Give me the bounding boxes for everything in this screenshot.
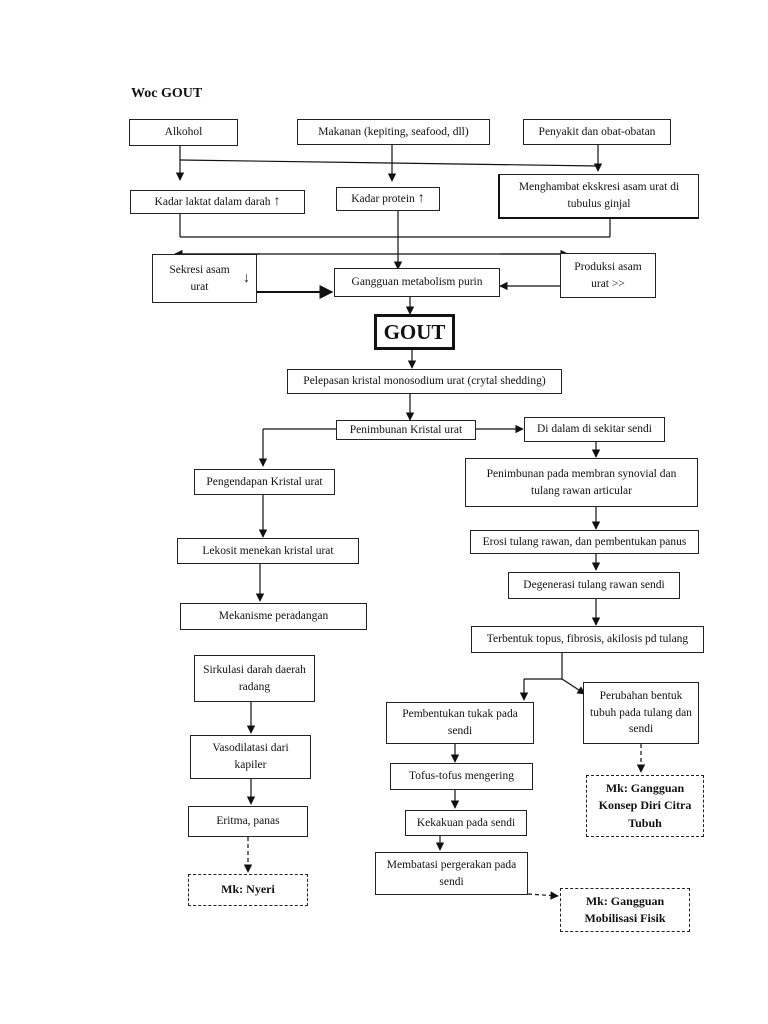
node-tofus-label: Tofus-tofus mengering [409, 770, 514, 783]
node-pengendapan: Pengendapan Kristal urat [194, 469, 335, 495]
node-produksi-label: Produksi asam urat >> [574, 260, 642, 290]
node-tofus: Tofus-tofus mengering [390, 763, 533, 790]
node-pelepasan-label: Pelepasan kristal monosodium urat (cryta… [303, 375, 546, 388]
node-menghambat-label: Menghambat ekskresi asam urat di tubulus… [518, 181, 680, 210]
node-eritma-label: Eritma, panas [216, 815, 280, 828]
node-kadar-laktat-label: Kadar laktat dalam darah [154, 195, 271, 208]
node-sirkulasi: Sirkulasi darah daerah radang [194, 655, 315, 702]
node-kadar-protein-label: Kadar protein [351, 192, 415, 205]
node-gout: GOUT [374, 314, 455, 350]
node-sekresi-label: Sekresi asam urat [169, 263, 230, 293]
node-kadar-laktat: Kadar laktat dalam darah ↑ [130, 190, 305, 214]
node-penyakit-label: Penyakit dan obat-obatan [538, 125, 656, 138]
node-mekanisme: Mekanisme peradangan [180, 603, 367, 630]
node-penimbunan-kristal: Penimbunan Kristal urat [336, 420, 476, 440]
node-penimbunan-membran-label: Penimbunan pada membran synovial dan tul… [486, 467, 677, 497]
node-perubahan: Perubahan bentuk tubuh pada tulang dan s… [583, 682, 699, 744]
node-mk-mobilisasi-label: Mk: Gangguan Mobilisasi Fisik [584, 893, 666, 925]
node-makanan: Makanan (kepiting, seafood, dll) [297, 119, 490, 145]
node-mk-citra: Mk: Gangguan Konsep Diri Citra Tubuh [586, 775, 704, 837]
node-kekakuan-label: Kekakuan pada sendi [416, 816, 516, 829]
node-vasodilatasi: Vasodilatasi dari kapiler [190, 735, 311, 779]
node-mekanisme-label: Mekanisme peradangan [218, 610, 329, 623]
node-penimbunan-kristal-label: Penimbunan Kristal urat [349, 423, 463, 436]
node-gangguan-purin-label: Gangguan metabolism purin [351, 276, 483, 289]
node-vasodilatasi-label: Vasodilatasi dari kapiler [212, 742, 289, 771]
down-arrow-icon: ↓ [243, 270, 250, 286]
node-terbentuk-label: Terbentuk topus, fibrosis, akilosis pd t… [486, 633, 689, 646]
node-sirkulasi-label: Sirkulasi darah daerah radang [203, 663, 306, 693]
node-menghambat: Menghambat ekskresi asam urat di tubulus… [498, 174, 699, 219]
node-sekresi: Sekresi asam urat ↓ [152, 254, 257, 303]
node-alkohol-label: Alkohol [164, 126, 203, 139]
node-pengendapan-label: Pengendapan Kristal urat [206, 475, 323, 488]
node-degenerasi-label: Degenerasi tulang rawan sendi [523, 579, 665, 592]
up-arrow-icon: ↑ [417, 191, 425, 206]
up-arrow-icon: ↑ [273, 194, 281, 209]
node-lekosit: Lekosit menekan kristal urat [177, 538, 359, 564]
node-membatasi: Membatasi pergerakan pada sendi [375, 852, 528, 895]
node-alkohol: Alkohol [129, 119, 238, 146]
node-erosi-label: Erosi tulang rawan, dan pembentukan panu… [482, 535, 687, 548]
node-eritma: Eritma, panas [188, 806, 308, 837]
node-mk-citra-label: Mk: Gangguan Konsep Diri Citra Tubuh [598, 780, 692, 830]
node-penyakit: Penyakit dan obat-obatan [523, 119, 671, 145]
node-mk-nyeri-label: Mk: Nyeri [221, 882, 275, 897]
node-membatasi-label: Membatasi pergerakan pada sendi [386, 858, 517, 888]
node-produksi: Produksi asam urat >> [560, 253, 656, 298]
node-penimbunan-membran: Penimbunan pada membran synovial dan tul… [465, 458, 698, 507]
node-erosi: Erosi tulang rawan, dan pembentukan panu… [470, 530, 699, 554]
node-perubahan-label: Perubahan bentuk tubuh pada tulang dan s… [590, 689, 692, 736]
node-pembentukan-tukak: Pembentukan tukak pada sendi [386, 702, 534, 744]
node-di-dalam-label: Di dalam di sekitar sendi [537, 423, 652, 436]
node-terbentuk: Terbentuk topus, fibrosis, akilosis pd t… [471, 626, 704, 653]
node-mk-mobilisasi: Mk: Gangguan Mobilisasi Fisik [560, 888, 690, 932]
node-degenerasi: Degenerasi tulang rawan sendi [508, 572, 680, 599]
node-di-dalam: Di dalam di sekitar sendi [524, 417, 665, 442]
node-makanan-label: Makanan (kepiting, seafood, dll) [318, 125, 469, 138]
node-gangguan-purin: Gangguan metabolism purin [334, 268, 500, 297]
node-pelepasan: Pelepasan kristal monosodium urat (cryta… [287, 369, 562, 394]
page-title: Woc GOUT [131, 86, 203, 101]
node-kadar-protein: Kadar protein ↑ [336, 187, 440, 211]
node-kekakuan: Kekakuan pada sendi [405, 810, 527, 836]
node-lekosit-label: Lekosit menekan kristal urat [202, 544, 334, 557]
node-pembentukan-tukak-label: Pembentukan tukak pada sendi [402, 708, 518, 737]
node-gout-label: GOUT [383, 319, 446, 344]
node-mk-nyeri: Mk: Nyeri [188, 874, 308, 906]
